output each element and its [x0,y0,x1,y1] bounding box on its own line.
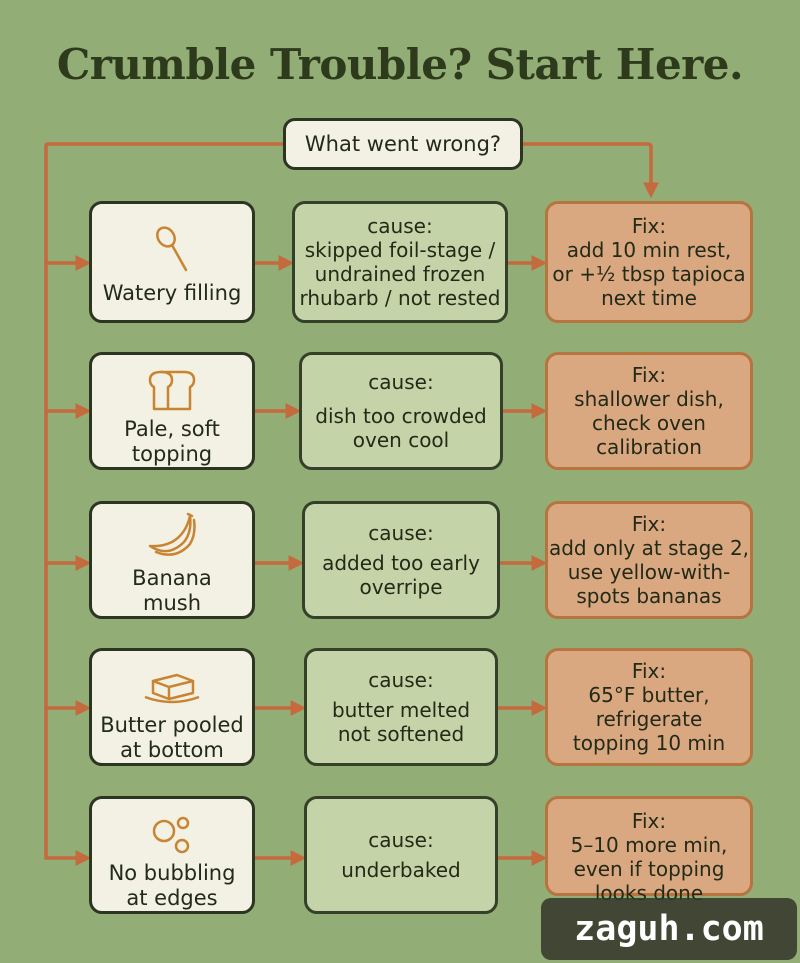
fix-box-3: Fix: add only at stage 2, use yellow-wit… [545,501,753,619]
fix-line: use yellow-with- [567,560,731,584]
fix-line: or +½ tbsp tapioca [552,262,746,286]
watermark: zaguh.com [541,898,797,960]
fix-box-4: Fix: 65°F butter, refrigerate topping 10… [545,648,753,766]
cause-line: added too early [322,551,480,575]
fix-label: Fix: [631,214,667,238]
cause-label: cause: [368,828,434,852]
fix-box-1: Fix: add 10 min rest, or +½ tbsp tapioca… [545,201,753,323]
cause-line: underbaked [341,858,461,882]
cause-label: cause: [367,214,433,238]
cause-line: rhubarb / not rested [299,286,501,310]
fix-box-2: Fix: shallower dish, check oven calibrat… [545,352,753,470]
cause-line: dish too crowded [315,404,487,428]
start-label: What went wrong? [304,132,502,156]
fix-line: add 10 min rest, [566,238,732,262]
cause-line: overripe [359,575,443,599]
fix-line: calibration [596,435,702,459]
fix-line: shallower dish, [574,387,724,411]
fix-box-5: Fix: 5–10 more min, even if topping look… [545,796,753,905]
problem-line: topping [131,442,213,466]
fix-line: topping 10 min [572,731,726,755]
fix-line: check oven [592,411,706,435]
cause-label: cause: [368,370,434,394]
fix-line: add only at stage 2, [548,536,750,560]
fix-line: 65°F butter, [588,683,710,707]
banana-icon [146,510,198,560]
cause-box-1: cause: skipped foil-stage / undrained fr… [292,201,508,323]
cause-box-5: cause: underbaked [304,796,498,914]
bubbles-icon [150,805,194,855]
fix-label: Fix: [631,659,667,683]
cause-line: not softened [337,722,465,746]
cause-line: oven cool [352,428,450,452]
cause-label: cause: [368,668,434,692]
problem-box-banana-mush: Banana mush [89,501,255,619]
fix-label: Fix: [631,809,667,833]
problem-line: mush [142,591,202,615]
bread-icon [148,361,196,411]
problem-box-watery-filling: Watery filling [89,201,255,323]
fix-line: next time [601,286,697,310]
start-node: What went wrong? [283,118,523,170]
page-title: Crumble Trouble? Start Here. [56,40,744,89]
cause-box-3: cause: added too early overripe [302,501,500,619]
problem-line: at bottom [120,738,224,762]
cause-line: butter melted [331,698,471,722]
problem-box-no-bubbling: No bubbling at edges [89,796,255,914]
start-to-fix-arrow [521,142,659,199]
problem-line: Butter pooled [100,713,244,737]
cause-label: cause: [368,521,434,545]
fix-line: refrigerate [595,707,703,731]
fix-label: Fix: [631,363,667,387]
problem-line: Banana [132,566,212,590]
fix-label: Fix: [631,512,667,536]
problem-line: Pale, soft [124,417,220,441]
fix-line: even if topping [573,857,725,881]
cause-line: undrained frozen [314,262,486,286]
problem-box-butter-pooled: Butter pooled at bottom [89,648,255,766]
cause-box-2: cause: dish too crowded oven cool [299,352,503,470]
problem-line: No bubbling [108,861,236,885]
problem-line: Watery filling [102,280,242,305]
fix-line: spots bananas [576,584,722,608]
trunk-line [44,142,285,860]
cause-box-4: cause: butter melted not softened [304,648,498,766]
cause-line: skipped foil-stage / [304,238,496,262]
butter-icon [143,657,201,707]
spoon-icon [154,225,190,275]
problem-line: at edges [126,886,218,910]
fix-line: 5–10 more min, [570,833,728,857]
problem-box-pale-topping: Pale, soft topping [89,352,255,470]
